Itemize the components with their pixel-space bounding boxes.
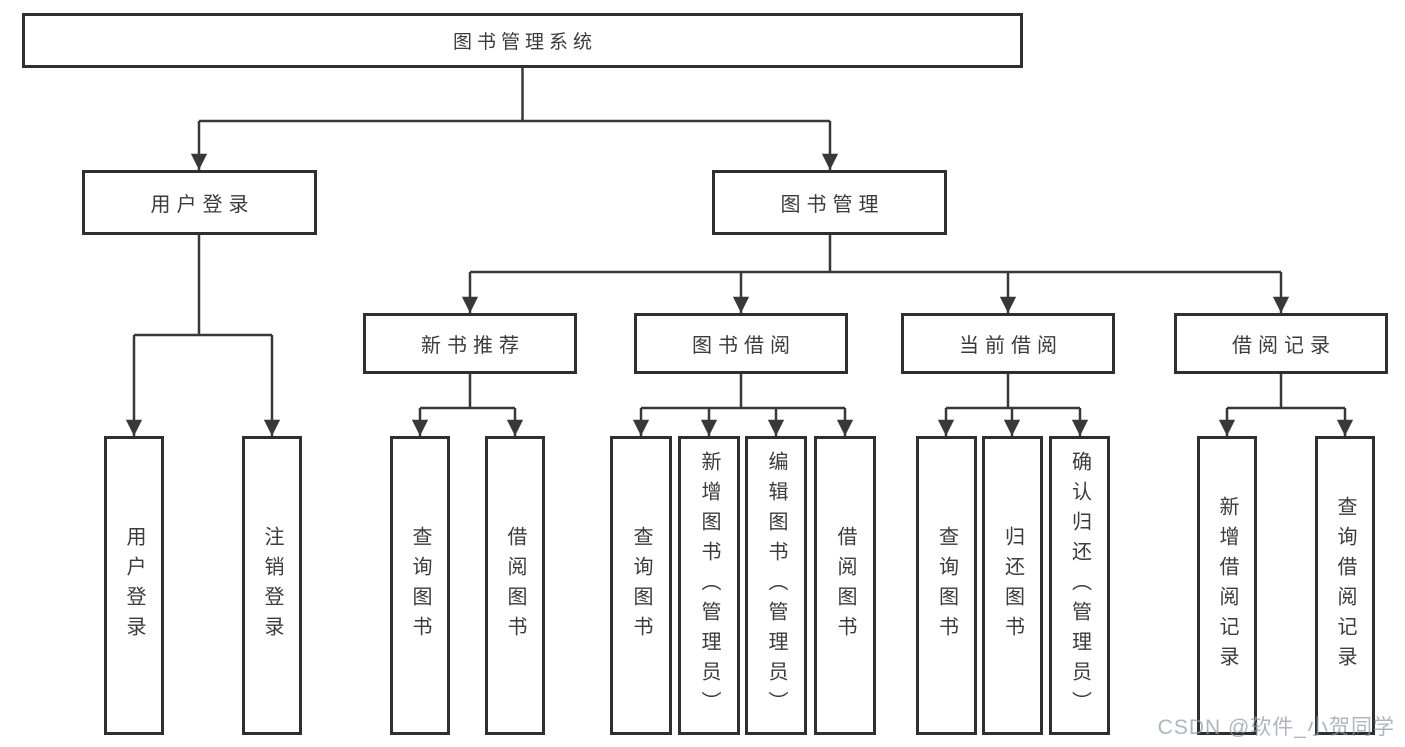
node-root-label: 图书管理系统 xyxy=(452,32,597,53)
node-label: 图书借阅 xyxy=(692,335,796,357)
node-label: 新增借阅记录 xyxy=(1216,495,1238,676)
node-leaf-user-login: 用户登录 xyxy=(104,436,164,735)
node-label: 用户登录 xyxy=(150,194,255,216)
node-book-management-branch: 图书管理 xyxy=(712,170,947,235)
node-label: 注销登录 xyxy=(261,525,283,646)
node-label: 查询图书 xyxy=(630,525,652,646)
node-user-login-branch: 用户登录 xyxy=(82,170,317,235)
node-label: 查询图书 xyxy=(409,525,431,646)
node-label: 归还图书 xyxy=(1001,525,1024,646)
node-leaf-bb-query-books: 查询图书 xyxy=(610,436,672,735)
node-leaf-br-add-record: 新增借阅记录 xyxy=(1197,436,1257,735)
node-label: 查询借阅记录 xyxy=(1334,495,1356,676)
node-book-borrowing: 图书借阅 xyxy=(634,313,848,374)
node-label: 借阅图书 xyxy=(834,525,856,646)
node-leaf-bb-borrow-books: 借阅图书 xyxy=(814,436,876,735)
node-new-book-recommend: 新书推荐 xyxy=(363,313,577,374)
node-leaf-bb-add-books-admin: 新增图书（管理员） xyxy=(678,436,740,735)
node-label: 借阅图书 xyxy=(504,525,526,646)
node-leaf-br-query-record: 查询借阅记录 xyxy=(1315,436,1375,735)
node-leaf-logout: 注销登录 xyxy=(242,436,302,735)
node-label: 查询图书 xyxy=(935,525,958,646)
node-leaf-nb-borrow-books: 借阅图书 xyxy=(485,436,545,735)
node-label: 确认归还（管理员） xyxy=(1068,450,1091,721)
node-label: 新增图书（管理员） xyxy=(698,450,720,721)
node-leaf-bb-edit-books-admin: 编辑图书（管理员） xyxy=(745,436,807,735)
node-leaf-cb-query-books: 查询图书 xyxy=(916,436,977,735)
node-label: 图书管理 xyxy=(780,194,885,216)
node-label: 借阅记录 xyxy=(1232,335,1336,357)
node-leaf-cb-confirm-return-admin: 确认归还（管理员） xyxy=(1049,436,1110,735)
node-current-borrowing: 当前借阅 xyxy=(901,313,1115,374)
csdn-watermark: CSDN @软件_小贺同学 xyxy=(1157,716,1395,739)
node-leaf-nb-query-books: 查询图书 xyxy=(390,436,450,735)
node-label: 当前借阅 xyxy=(959,335,1063,357)
node-root-system: 图书管理系统 xyxy=(22,13,1023,68)
node-leaf-cb-return-books: 归还图书 xyxy=(982,436,1043,735)
node-borrowing-records: 借阅记录 xyxy=(1174,313,1388,374)
node-label: 用户登录 xyxy=(123,525,145,646)
node-label: 新书推荐 xyxy=(421,335,525,357)
node-label: 编辑图书（管理员） xyxy=(765,450,787,721)
